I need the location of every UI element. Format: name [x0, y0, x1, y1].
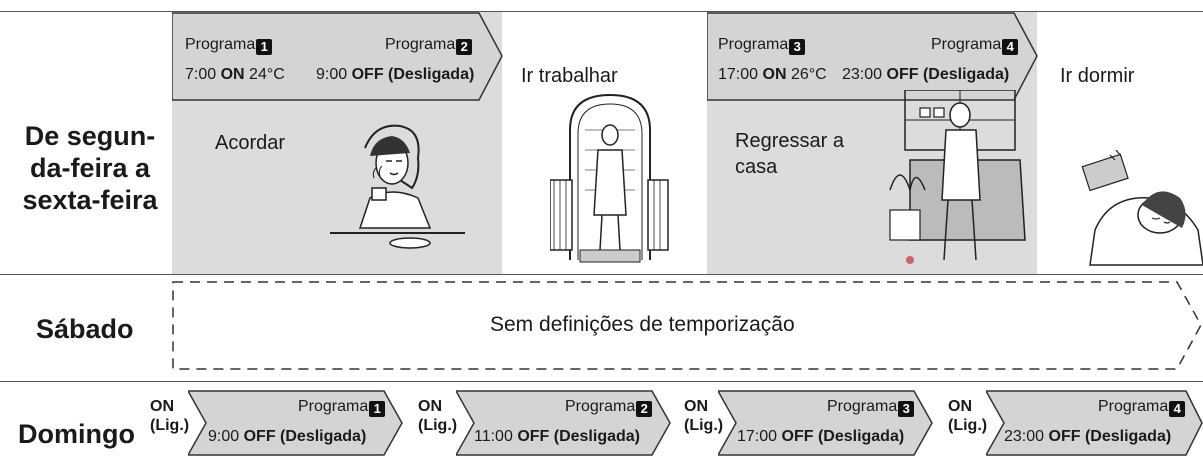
- weekdays-label-line-2: da-feira a: [29, 153, 151, 183]
- woman-drinking-coffee-illustration: [330, 124, 465, 249]
- sunday-on-label-1: ON (Lig.): [150, 398, 190, 434]
- program-number-badge: 4: [1169, 401, 1186, 417]
- weekdays-label-line-3: sexta-feira: [22, 185, 158, 215]
- program-number-badge: 2: [456, 39, 473, 55]
- program-number-badge: 3: [898, 401, 915, 417]
- activity-go-to-sleep: Ir dormir: [1060, 65, 1135, 87]
- weekday-program-3-setting: 17:00 ON 26°C: [718, 66, 827, 83]
- weekday-program-arrow-2: [707, 12, 1038, 101]
- weekdays-label: De segun- da-feira a sexta-feira: [10, 120, 170, 216]
- activity-return-home: Regressar a casa: [735, 130, 844, 178]
- program-number-badge: 1: [369, 401, 386, 417]
- sunday-on-label-4: ON (Lig.): [948, 398, 988, 434]
- program-number-badge: 2: [636, 401, 653, 417]
- woman-leaving-door-illustration: [550, 93, 669, 263]
- sunday-program-arrow-4: [986, 390, 1203, 456]
- weekday-program-1-setting: 7:00 ON 24°C: [185, 66, 285, 83]
- weekdays-label-line-1: De segun-: [24, 121, 156, 151]
- program-number-badge: 4: [1002, 39, 1019, 55]
- saturday-no-timer-text: Sem definições de temporização: [490, 313, 795, 336]
- woman-sleeping-illustration: [1081, 150, 1203, 266]
- sunday-program-3-setting: 17:00 OFF (Desligada): [737, 428, 905, 445]
- weekday-program-4-setting: 23:00 OFF (Desligada): [842, 66, 1010, 83]
- program-number-badge: 1: [256, 39, 273, 55]
- sunday-on-label-2: ON (Lig.): [418, 398, 458, 434]
- sunday-label: Domingo: [18, 419, 135, 449]
- divider-weekdays-saturday: [0, 274, 1203, 275]
- saturday-no-timer-arrow: [172, 281, 1202, 370]
- sunday-program-arrow-1: [188, 390, 403, 456]
- sunday-program-1-setting: 9:00 OFF (Desligada): [208, 428, 367, 445]
- weekday-program-2-setting: 9:00 OFF (Desligada): [316, 66, 475, 83]
- top-divider: [0, 11, 1203, 12]
- divider-saturday-sunday: [0, 381, 1203, 382]
- sunday-program-arrow-2: [456, 390, 671, 456]
- sunday-on-label-3: ON (Lig.): [684, 398, 724, 434]
- activity-go-to-work: Ir trabalhar: [521, 65, 618, 87]
- activity-wake-up: Acordar: [215, 132, 286, 154]
- sunday-program-4-setting: 23:00 OFF (Desligada): [1004, 428, 1172, 445]
- weekday-program-arrow-1: [172, 12, 503, 101]
- sunday-program-arrow-3: [718, 390, 933, 456]
- woman-relaxing-on-sofa-illustration: [889, 90, 1026, 264]
- saturday-label: Sábado: [36, 314, 134, 344]
- sunday-program-2-setting: 11:00 OFF (Desligada): [474, 428, 640, 445]
- program-number-badge: 3: [789, 39, 806, 55]
